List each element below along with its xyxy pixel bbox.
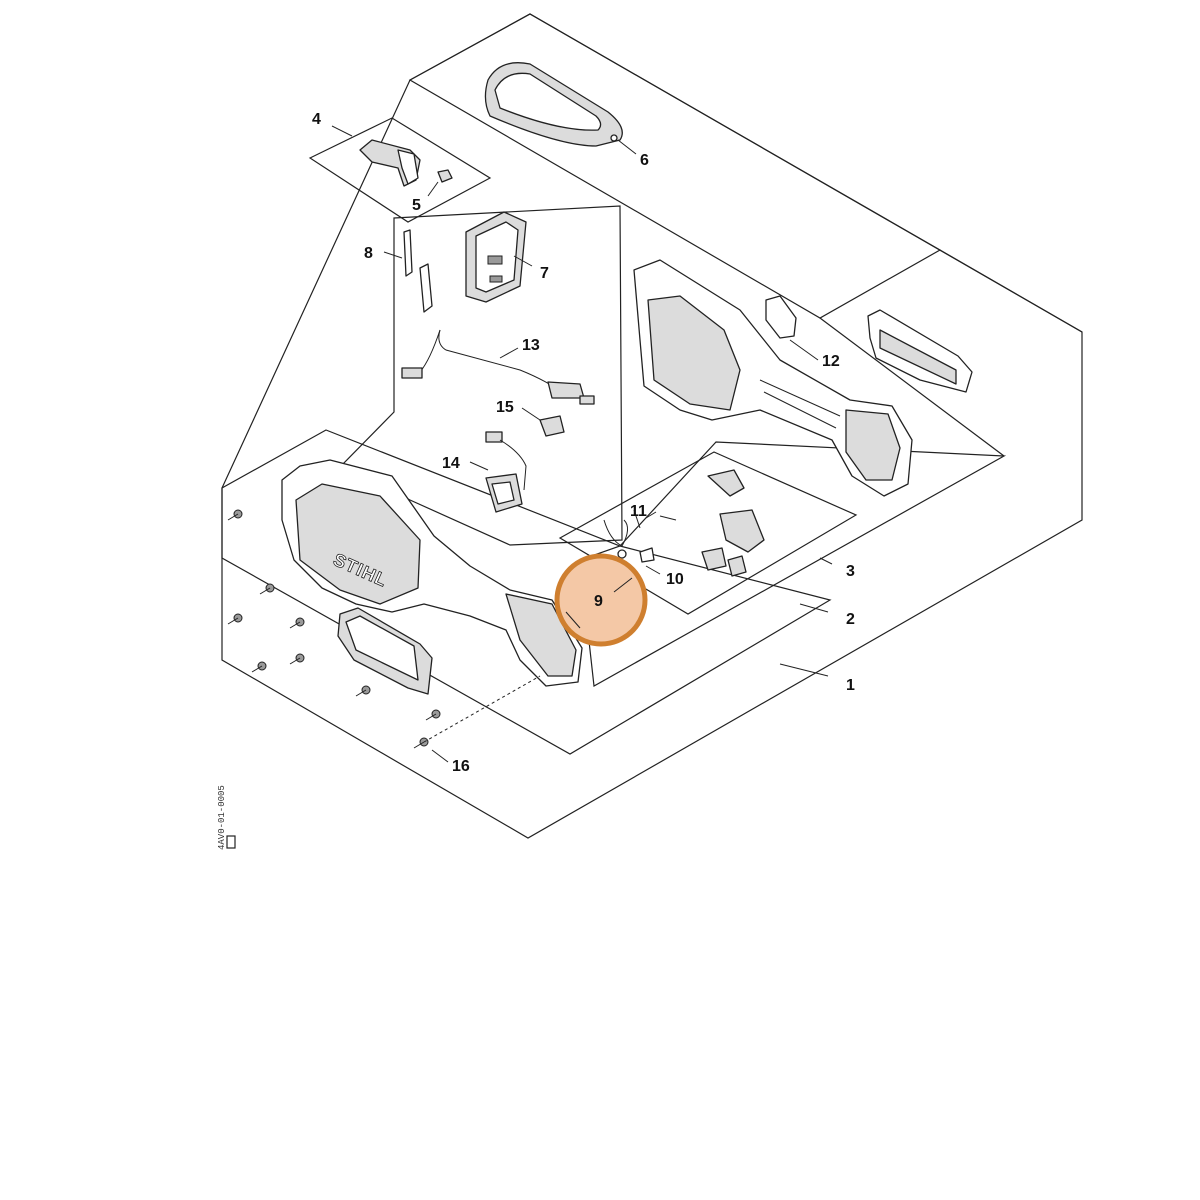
callout-1[interactable]: 1	[846, 677, 855, 694]
frame-edge-12	[819, 317, 1005, 457]
part-13-harness	[401, 329, 595, 405]
frame-electrics	[341, 205, 623, 546]
part-5-pad	[437, 169, 453, 183]
callout-2[interactable]: 2	[846, 611, 855, 628]
part-6-cover	[484, 62, 623, 147]
callout-12[interactable]: 12	[822, 353, 840, 370]
callout-11[interactable]: 11	[630, 503, 647, 520]
leader-lines	[331, 125, 833, 763]
callout-7[interactable]: 7	[540, 265, 549, 282]
part-12-gasket	[765, 295, 797, 339]
callout-8[interactable]: 8	[364, 245, 373, 262]
part-16-screws	[227, 509, 541, 749]
highlight-callout-9[interactable]: 9	[554, 553, 648, 647]
drawing-code: 4AV0-01-0005	[217, 785, 227, 850]
assembly-frames	[221, 13, 1083, 839]
drawing-code-box	[226, 835, 236, 849]
frame-edge-3	[939, 249, 1083, 333]
part-10-mechanism	[617, 469, 765, 577]
callout-3[interactable]: 3	[846, 563, 855, 580]
highlight-leader-2	[565, 611, 581, 629]
callout-13[interactable]: 13	[522, 337, 540, 354]
callout-10[interactable]: 10	[666, 571, 684, 588]
part-14-switch	[485, 431, 527, 513]
part-1-lower-housing: STIHL	[281, 459, 583, 687]
part-12-housing-half	[633, 259, 913, 497]
part-7-switch-housing	[465, 211, 527, 303]
highlight-leader	[613, 577, 633, 593]
part-15-connector	[539, 415, 565, 437]
part-11-spring-pin	[603, 509, 677, 547]
highlight-circle[interactable]	[554, 553, 648, 647]
callout-16[interactable]: 16	[452, 758, 470, 775]
callout-4[interactable]: 4	[312, 111, 321, 128]
part-12-cover	[867, 309, 973, 393]
callouts: 1 2 3 4 5 6 7 8 10 11 12 13 14 15 16	[312, 111, 855, 775]
frame-4	[308, 117, 492, 223]
frame-3	[579, 441, 1007, 687]
callout-15[interactable]: 15	[496, 399, 514, 416]
callout-9[interactable]: 9	[594, 593, 603, 610]
callout-6[interactable]: 6	[640, 152, 649, 169]
part-1-grip	[337, 607, 433, 695]
callout-14[interactable]: 14	[442, 455, 460, 472]
callout-5[interactable]: 5	[412, 197, 421, 214]
part-8-springs	[403, 229, 433, 313]
part-4-lever	[359, 139, 421, 187]
